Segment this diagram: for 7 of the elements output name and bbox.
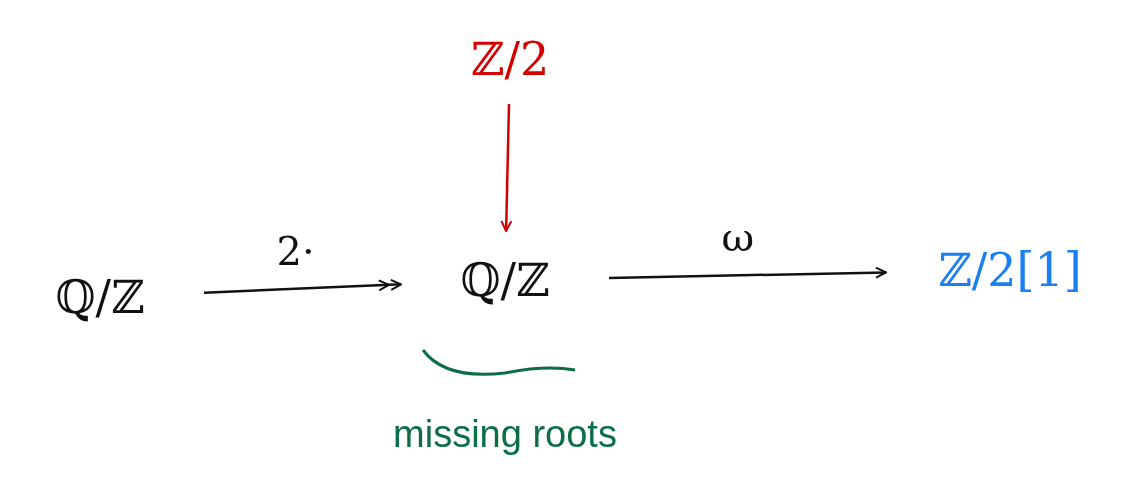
math-label: ℚ/ℤ bbox=[460, 257, 550, 303]
math-label: ℚ/ℤ bbox=[55, 274, 145, 320]
arrow bbox=[608, 266, 887, 280]
arrow bbox=[500, 103, 513, 232]
math-label: ℤ/2[1] bbox=[938, 247, 1082, 293]
node-caption: missing roots bbox=[392, 415, 618, 453]
math-label: ℤ/2 bbox=[470, 36, 550, 82]
